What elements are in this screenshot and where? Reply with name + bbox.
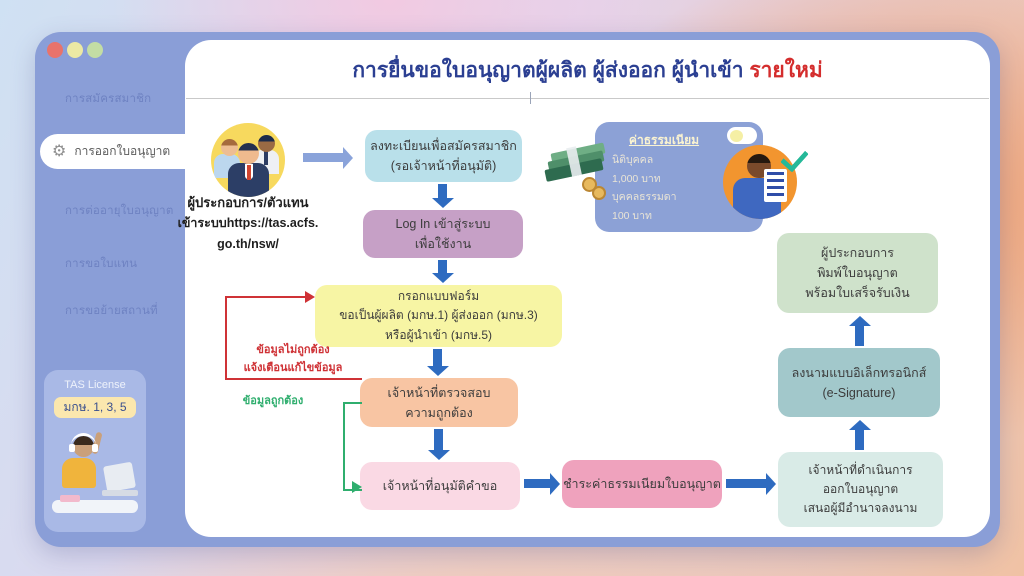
flow-step-print: ผู้ประกอบการ พิมพ์ใบอนุญาต พร้อมใบเสร็จร… bbox=[777, 233, 938, 313]
actor-caption-line-1: ผู้ประกอบการ/ตัวแทน bbox=[187, 195, 309, 210]
step-line: กรอกแบบฟอร์ม bbox=[397, 289, 480, 304]
fee-row-value: 100 บาท bbox=[612, 209, 652, 222]
sidebar-item-license-issue[interactable]: ⚙ การออกใบอนุญาต bbox=[40, 134, 200, 169]
sidebar-item-membership[interactable]: การสมัครสมาชิก bbox=[65, 93, 152, 105]
step-line: เจ้าหน้าที่ดำเนินการ bbox=[808, 462, 913, 477]
flow-step-login: Log In เข้าสู่ระบบ เพื่อใช้งาน bbox=[363, 210, 523, 258]
flow-step-issue: เจ้าหน้าที่ดำเนินการ ออกใบอนุญาต เสนอผู้… bbox=[778, 452, 943, 527]
arrowhead-invalid-icon bbox=[305, 291, 315, 303]
actor-caption: ผู้ประกอบการ/ตัวแทน เข้าระบบhttps://tas.… bbox=[150, 192, 346, 255]
tas-license-title: TAS License bbox=[64, 379, 126, 391]
step-line: เสนอผู้มีอำนาจลงนาม bbox=[803, 501, 918, 516]
step-line: ความถูกต้อง bbox=[405, 405, 473, 420]
arrow-right-icon bbox=[524, 473, 560, 495]
traffic-light-yellow-icon[interactable] bbox=[67, 42, 83, 58]
step-line: พร้อมใบเสร็จรับเงิน bbox=[805, 286, 910, 300]
step-line: เจ้าหน้าที่ตรวจสอบ bbox=[387, 385, 491, 400]
page-title-main: การยื่นขอใบอนุญาตผู้ผลิต ผู้ส่งออก ผู้นำ… bbox=[352, 59, 750, 82]
flow-step-register: ลงทะเบียนเพื่อสมัครสมาชิก (รอเจ้าหน้าที่… bbox=[365, 130, 522, 182]
arrow-down-icon bbox=[432, 260, 454, 283]
support-agent-illustration bbox=[52, 424, 138, 526]
sidebar-item-relocation[interactable]: การขอย้ายสถานที่ bbox=[65, 305, 158, 317]
actor-caption-line-2: เข้าระบบhttps://tas.acfs. bbox=[177, 216, 319, 230]
connector-valid-branch bbox=[343, 402, 362, 491]
page-title: การยื่นขอใบอนุญาตผู้ผลิต ผู้ส่งออก ผู้นำ… bbox=[185, 54, 990, 87]
applicant-avatar bbox=[723, 145, 797, 219]
arrow-up-icon bbox=[849, 316, 871, 346]
toggle-pill-icon bbox=[727, 127, 757, 144]
invalid-data-label-1: ข้อมูลไม่ถูกต้อง bbox=[256, 344, 330, 356]
step-line: เพื่อใช้งาน bbox=[414, 237, 472, 251]
gear-icon: ⚙ bbox=[52, 142, 67, 160]
arrowhead-valid-icon bbox=[352, 481, 362, 493]
fee-title: ค่าธรรมเนียม bbox=[628, 133, 700, 147]
step-line: เจ้าหน้าที่อนุมัติคำขอ bbox=[382, 479, 498, 493]
valid-data-label: ข้อมูลถูกต้อง bbox=[242, 395, 304, 407]
step-line: ลงทะเบียนเพื่อสมัครสมาชิก bbox=[370, 139, 517, 153]
flow-step-approve: เจ้าหน้าที่อนุมัติคำขอ bbox=[360, 462, 520, 510]
step-line: หรือผู้นำเข้า (มกษ.5) bbox=[385, 327, 492, 342]
arrow-down-icon bbox=[427, 349, 449, 376]
step-line: พิมพ์ใบอนุญาต bbox=[817, 266, 898, 280]
operators-avatar bbox=[211, 123, 285, 197]
fee-row-label: บุคคลธรรมดา bbox=[612, 191, 677, 203]
arrow-up-icon bbox=[849, 420, 871, 450]
money-icon bbox=[544, 142, 611, 208]
divider-tick bbox=[530, 92, 531, 104]
step-line: (e-Signature) bbox=[822, 385, 896, 400]
tas-license-card: TAS License มกษ. 1, 3, 5 bbox=[44, 370, 146, 532]
step-line: ออกใบอนุญาต bbox=[822, 481, 899, 496]
step-line: ผู้ประกอบการ bbox=[821, 246, 894, 260]
fee-row-label: นิติบุคคล bbox=[612, 154, 654, 166]
flow-step-esign: ลงนามแบบอิเล็กทรอนิกส์ (e-Signature) bbox=[778, 348, 940, 417]
actor-caption-line-3: go.th/nsw/ bbox=[217, 237, 279, 251]
arrow-right-icon bbox=[303, 147, 353, 169]
sidebar-item-replacement-copy[interactable]: การขอใบแทน bbox=[65, 258, 138, 270]
sidebar-item-license-renewal[interactable]: การต่ออายุใบอนุญาต bbox=[65, 205, 174, 217]
fee-rows: นิติบุคคล 1,000 บาท บุคคลธรรมดา 100 บาท bbox=[612, 151, 676, 225]
arrow-down-icon bbox=[432, 184, 454, 208]
flow-step-pay-fee: ชำระค่าธรรมเนียมใบอนุญาต bbox=[562, 460, 722, 508]
sidebar-item-label: การออกใบอนุญาต bbox=[74, 144, 171, 158]
step-line: ลงนามแบบอิเล็กทรอนิกส์ bbox=[791, 365, 927, 380]
traffic-light-red-icon[interactable] bbox=[47, 42, 63, 58]
connector-invalid-loop bbox=[225, 297, 362, 380]
flow-step-review: เจ้าหน้าที่ตรวจสอบ ความถูกต้อง bbox=[360, 378, 518, 427]
fee-row-value: 1,000 บาท bbox=[612, 172, 661, 185]
header-divider bbox=[186, 98, 989, 99]
standards-badge: มกษ. 1, 3, 5 bbox=[54, 397, 136, 418]
flow-step-fill-form: กรอกแบบฟอร์ม ขอเป็นผู้ผลิต (มกษ.1) ผู้ส่… bbox=[315, 285, 562, 347]
step-line: (รอเจ้าหน้าที่อนุมัติ) bbox=[390, 159, 497, 173]
arrow-down-icon bbox=[428, 429, 450, 460]
step-line: Log In เข้าสู่ระบบ bbox=[395, 217, 491, 231]
connector-invalid-loop-top bbox=[225, 296, 307, 298]
step-line: ขอเป็นผู้ผลิต (มกษ.1) ผู้ส่งออก (มกษ.3) bbox=[339, 308, 538, 323]
traffic-light-green-icon[interactable] bbox=[87, 42, 103, 58]
document-icon bbox=[764, 169, 787, 202]
invalid-data-label-2: แจ้งเตือนแก้ไขข้อมูล bbox=[243, 362, 343, 374]
page-title-highlight: รายใหม่ bbox=[749, 59, 823, 82]
arrow-right-icon bbox=[726, 473, 776, 495]
step-line: ชำระค่าธรรมเนียมใบอนุญาต bbox=[563, 477, 721, 491]
